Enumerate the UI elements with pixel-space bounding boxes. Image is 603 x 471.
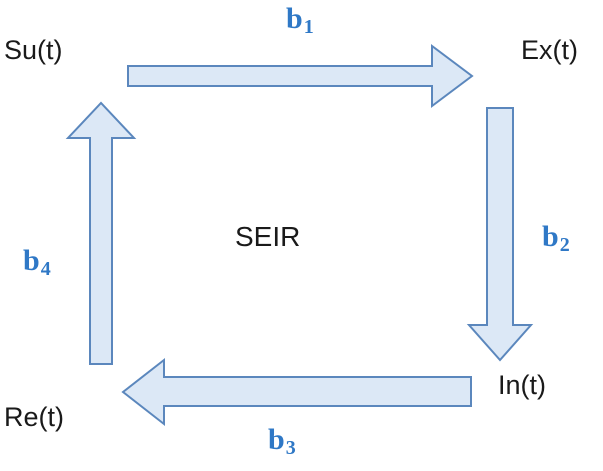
node-recovered: Re(t) (4, 402, 64, 432)
rate-b3-base: b (268, 423, 285, 456)
node-exposed: Ex(t) (521, 35, 578, 65)
rate-b2-sub: 2 (559, 234, 570, 256)
arrow-re-to-su (65, 101, 137, 365)
node-infected: In(t) (498, 370, 547, 400)
arrow-in-to-re (121, 357, 472, 427)
rate-b1: b1 (286, 2, 314, 38)
rate-b3: b3 (268, 423, 296, 459)
model-label: SEIR (235, 221, 301, 252)
rate-b4-base: b (23, 244, 40, 277)
node-susceptible: Su(t) (4, 35, 63, 65)
rate-b4: b4 (23, 244, 51, 280)
rate-b3-sub: 3 (285, 437, 296, 459)
rate-b2-base: b (542, 220, 559, 253)
rate-b1-base: b (286, 2, 303, 35)
rate-b2: b2 (542, 220, 570, 256)
rate-b4-sub: 4 (40, 258, 51, 280)
rate-b1-sub: 1 (303, 16, 314, 38)
arrow-su-to-ex (127, 44, 474, 108)
arrow-ex-to-in (466, 107, 534, 362)
